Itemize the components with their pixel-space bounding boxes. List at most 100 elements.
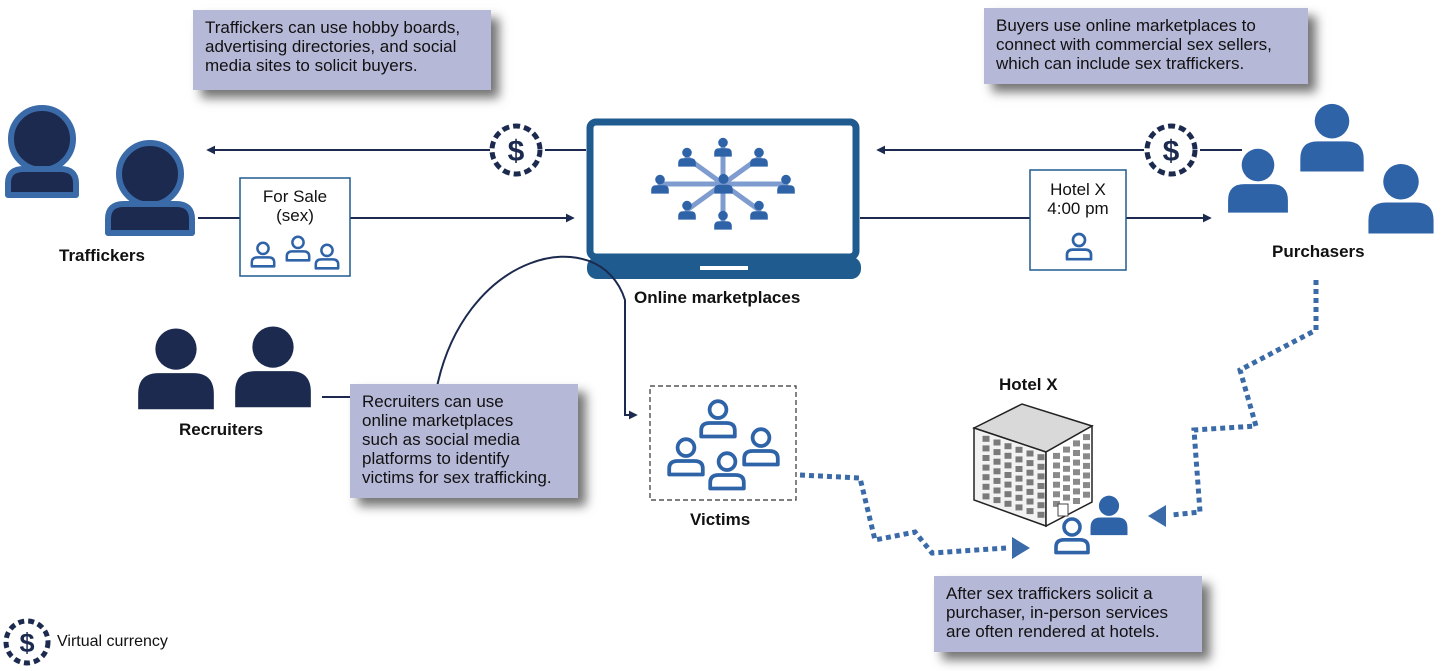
- trafficker-person-icon-2: [105, 140, 195, 236]
- hotel-window: [1015, 466, 1023, 472]
- dotted-arrowhead-purchasers: [1148, 505, 1166, 527]
- hotel-window: [982, 445, 990, 452]
- hotel-window: [982, 435, 990, 442]
- hotel-window: [1004, 452, 1012, 459]
- hotel-purchaser-person-icon: [1090, 495, 1128, 536]
- hotel-window: [1015, 485, 1023, 492]
- hotel-window: [1004, 472, 1012, 478]
- hotel-window: [1026, 469, 1034, 476]
- hotel-window: [1004, 500, 1012, 507]
- hotel-window: [1063, 475, 1070, 482]
- hotel-window: [1083, 453, 1090, 460]
- victims-label: Victims: [690, 510, 751, 529]
- hotel-window: [1026, 450, 1034, 457]
- hotel-window: [1083, 443, 1090, 450]
- hotel-window: [982, 483, 990, 490]
- purchaser-person-icons: [1228, 103, 1434, 234]
- recruiter-person-icons: [138, 326, 311, 410]
- hotel-window: [993, 477, 1001, 484]
- hotel-window: [993, 487, 1001, 494]
- hotel-window: [1015, 475, 1023, 482]
- hotel-window: [1026, 508, 1034, 515]
- dollar-coin-icon-right: $: [1144, 123, 1198, 177]
- hotel-window: [993, 439, 1001, 446]
- for-sale-text: For Sale (sex): [262, 187, 328, 225]
- hotel-window: [1015, 504, 1023, 511]
- hotel-window: [1015, 446, 1023, 453]
- online-marketplaces-label: Online marketplaces: [634, 288, 801, 307]
- hotel-window: [1026, 498, 1034, 505]
- hotel-window: [1073, 478, 1080, 485]
- hotel-window: [1073, 440, 1080, 447]
- hotel-time-text: Hotel X 4:00 pm: [1047, 180, 1109, 218]
- hotel-building-icon: [972, 403, 1094, 528]
- hotel-window: [1063, 485, 1070, 491]
- hotel-window: [1053, 481, 1060, 488]
- hotel-window: [1053, 452, 1060, 459]
- hotel-window: [1073, 498, 1080, 504]
- hotel-window: [982, 455, 990, 461]
- hotel-window: [1053, 472, 1060, 479]
- hotel-window: [1037, 502, 1045, 509]
- hotel-window: [1053, 500, 1060, 507]
- hotel-window: [1004, 443, 1012, 450]
- hotel-window: [1083, 462, 1090, 469]
- hotel-window: [1083, 482, 1090, 489]
- hotel-window: [1083, 434, 1090, 441]
- hotel-time-box: [1029, 169, 1127, 271]
- buyers-note: Buyers use online marketplaces to connec…: [984, 8, 1308, 84]
- hotel-window: [1063, 456, 1070, 463]
- hotel-window: [993, 497, 1001, 504]
- traffickers-note: Traffickers can use hobby boards, advert…: [193, 10, 491, 90]
- hotel-window: [1083, 472, 1090, 479]
- svg-text:$: $: [508, 135, 525, 168]
- hotel-window: [1073, 450, 1080, 456]
- hotel-window: [1004, 462, 1012, 469]
- hotel-window: [982, 493, 990, 500]
- svg-text:$: $: [19, 628, 34, 658]
- hotel-window: [1053, 491, 1060, 498]
- hotel-window: [1083, 491, 1090, 498]
- legend-text: Virtual currency: [57, 633, 168, 650]
- hotel-window: [993, 449, 1001, 456]
- hotel-window: [1063, 446, 1070, 453]
- hotel-window: [1073, 469, 1080, 476]
- traffickers-label: Traffickers: [59, 246, 145, 265]
- purchasers-label: Purchasers: [1272, 242, 1365, 261]
- hotel-window: [1026, 460, 1034, 467]
- hotel-label: Hotel X: [999, 375, 1058, 394]
- laptop-icon: [586, 118, 861, 279]
- hotel-window: [1037, 511, 1045, 518]
- hotel-window: [1037, 454, 1045, 461]
- flow-arrows: [198, 145, 1242, 420]
- dotted-paths: [799, 280, 1319, 556]
- hotel-window: [1037, 473, 1045, 480]
- hotel-window: [1063, 494, 1070, 501]
- recruiters-note: Recruiters can use online marketplaces s…: [350, 384, 578, 498]
- hotel-window: [1073, 488, 1080, 495]
- trafficker-person-icon-1: [5, 105, 79, 198]
- recruiters-label: Recruiters: [179, 420, 264, 439]
- hotel-window: [993, 468, 1001, 475]
- hotel-window: [1015, 494, 1023, 501]
- hotel-victim-person-icon: [1054, 517, 1090, 555]
- hotel-window: [1026, 488, 1034, 495]
- hotel-window: [1073, 459, 1080, 466]
- dotted-arrowhead-victims: [1012, 537, 1030, 559]
- dollar-coin-icon-left: $: [489, 123, 543, 177]
- hotel-window: [1053, 462, 1060, 469]
- svg-text:$: $: [1163, 135, 1180, 168]
- hotels-note: After sex traffickers solicit a purchase…: [934, 576, 1202, 652]
- hotel-window: [1037, 492, 1045, 499]
- hotel-window: [1004, 481, 1012, 488]
- hotel-window: [993, 458, 1001, 465]
- hotel-window: [1004, 491, 1012, 498]
- hotel-window: [1037, 463, 1045, 470]
- hotel-window: [1015, 456, 1023, 463]
- hotel-window: [1063, 465, 1070, 472]
- hotel-window: [1037, 483, 1045, 489]
- legend-dollar-coin-icon: $: [3, 618, 51, 666]
- hotel-window: [1026, 479, 1034, 486]
